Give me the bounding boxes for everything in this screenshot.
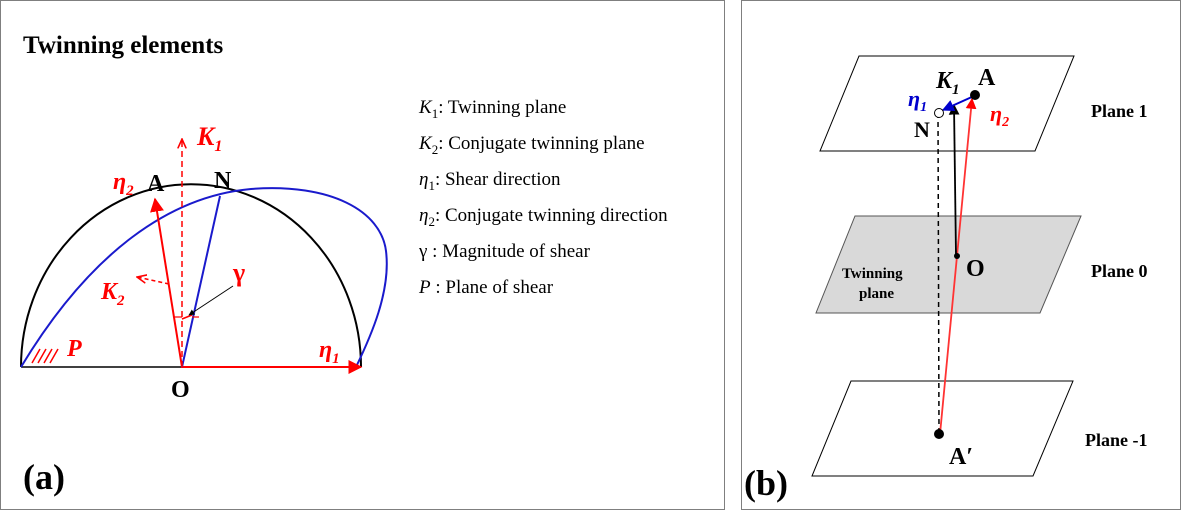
legend: K1: Twinning plane K2: Conjugate twinnin… [418,97,668,298]
label-a: A [147,171,165,197]
legend-item: K1: Twinning plane [418,97,566,121]
on-line [181,195,221,368]
legend-item: η1: Shear direction [419,169,561,193]
point-n [934,108,944,118]
plane-minus-1 [811,380,1074,477]
label-eta2: η2 [113,169,134,199]
o-to-n-arrow [948,103,960,257]
label-gamma: γ [232,258,245,287]
label-o: O [171,377,190,403]
eta2-arrow [150,197,183,368]
eta1-arrow [941,95,975,112]
label-eta1: η1 [908,86,927,115]
legend-item: η2: Conjugate twinning direction [419,205,668,229]
plane-of-shear-hatch [31,348,59,364]
point-a [970,90,980,100]
panel-label-a: (a) [23,457,65,497]
gamma-pointer [188,285,234,316]
label-n: N [914,117,930,142]
label-n: N [214,168,232,194]
k2-dashed-arrow [137,277,170,285]
blue-sheared-curve [20,187,388,368]
gamma-arc [181,314,193,320]
point-o [954,253,960,259]
legend-item: K2: Conjugate twinning plane [418,133,645,157]
twin-planes-diagram: K1 A η1 η2 N O A′ Twinning plane Plane 1… [744,55,1148,503]
legend-item: γ : Magnitude of shear [418,241,591,262]
label-k1: K1 [935,68,960,98]
black-semicircle [20,183,362,368]
plane-minus-1-label: Plane -1 [1085,430,1148,450]
diagram-title: Twinning elements [23,32,224,59]
plane-0-label: Plane 0 [1091,261,1148,281]
aprime-to-a-line [939,97,977,435]
panel-b: K1 A η1 η2 N O A′ Twinning plane Plane 1… [741,0,1181,510]
plane-0 [815,215,1082,314]
panel-label-b: (b) [744,463,788,503]
twinning-plane-label-line1: Twinning [842,266,903,282]
label-k2: K2 [100,279,125,309]
twinning-elements-diagram: Twinning elements η2 A N K1 K2 γ P η1 O … [20,32,668,497]
label-o: O [966,256,985,282]
label-eta2: η2 [990,101,1009,130]
legend-item: P : Plane of shear [418,277,554,298]
panel-a: Twinning elements η2 A N K1 K2 γ P η1 O … [0,0,725,510]
label-aprime: A′ [949,444,973,470]
twinning-plane-label-line2: plane [859,286,894,302]
point-aprime [934,429,944,439]
label-k1: K1 [196,122,222,155]
label-p: P [66,336,82,362]
label-eta1: η1 [319,337,340,367]
plane-1-label: Plane 1 [1091,101,1148,121]
label-a: A [978,65,996,91]
